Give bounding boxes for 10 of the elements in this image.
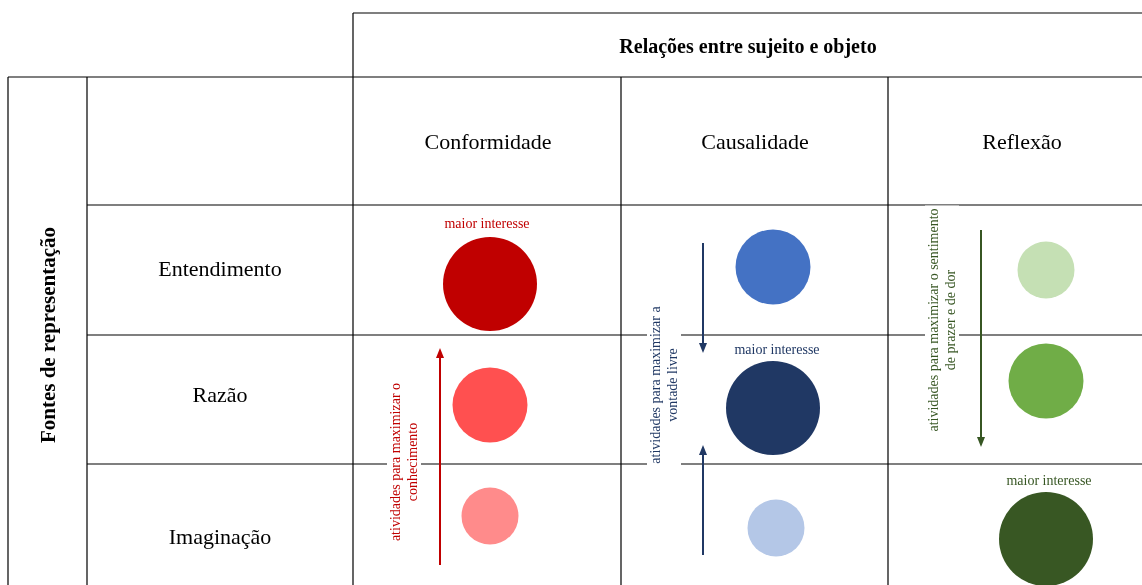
row-heading: Imaginação bbox=[168, 524, 272, 550]
circle-caption: maior interesse bbox=[1006, 473, 1092, 489]
column-heading: Causalidade bbox=[701, 129, 809, 155]
column-heading: Conformidade bbox=[424, 129, 552, 155]
row-heading: Razão bbox=[192, 382, 248, 408]
row-heading: Entendimento bbox=[158, 256, 282, 282]
circle-caption: maior interesse bbox=[444, 216, 530, 232]
table-heading: Relações entre sujeito e objeto bbox=[619, 34, 877, 58]
circle-caption: maior interesse bbox=[734, 342, 820, 358]
column-heading: Reflexão bbox=[982, 129, 1062, 155]
